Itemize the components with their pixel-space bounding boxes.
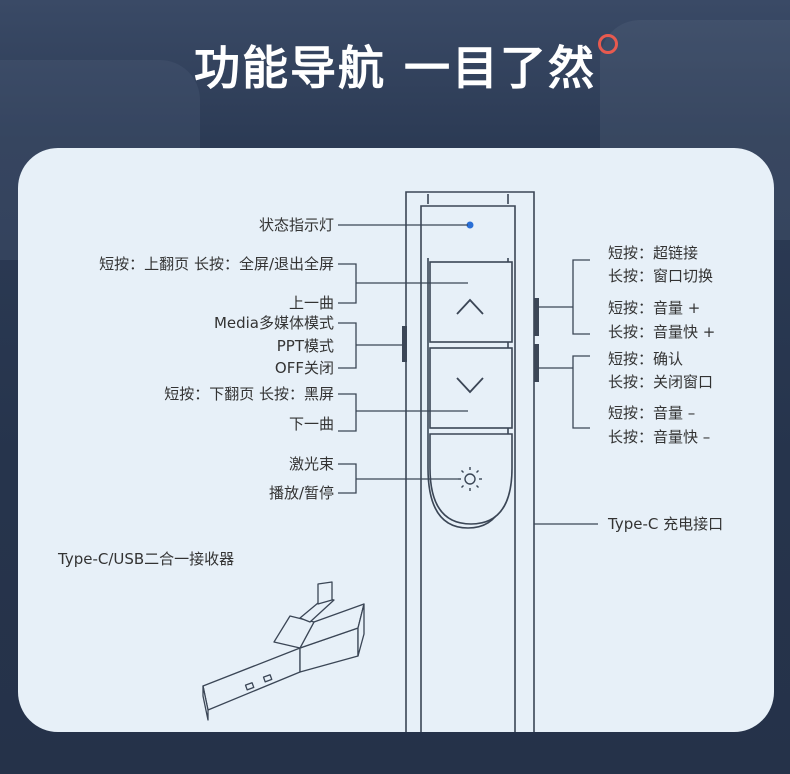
window-switch-label: 长按：窗口切换 xyxy=(608,267,714,285)
charge-port-label: Type-C 充电接口 xyxy=(608,515,724,533)
receiver-label: Type-C/USB二合一接收器 xyxy=(58,550,235,568)
volume-up-fast-label: 长按：音量快 + xyxy=(608,323,716,341)
volume-down-label: 短按：音量 – xyxy=(608,404,696,422)
down-button[interactable] xyxy=(429,347,513,429)
laser-button[interactable] xyxy=(429,433,513,525)
sun-icon xyxy=(458,467,482,491)
status-indicator-light xyxy=(466,221,474,229)
next-track-label: 下一曲 xyxy=(288,415,334,433)
confirm-label: 短按：确认 xyxy=(608,350,684,368)
status-light-label: 状态指示灯 xyxy=(258,216,334,234)
right-side-button-top xyxy=(534,298,539,336)
up-button[interactable] xyxy=(429,261,513,343)
chevron-up-icon xyxy=(456,298,484,315)
play-pause-label: 播放/暂停 xyxy=(268,484,334,502)
title-ring-decoration xyxy=(598,34,618,54)
page-up-label: 短按：上翻页 长按：全屏/退出全屏 xyxy=(99,255,334,273)
page-down-label: 短按：下翻页 长按：黑屏 xyxy=(164,385,334,403)
volume-up-label: 短按：音量 + xyxy=(608,299,701,317)
callout-lines-left xyxy=(338,224,468,494)
media-mode-label: Media多媒体模式 xyxy=(213,314,334,332)
callout-lines-right xyxy=(534,259,598,525)
mode-switch xyxy=(402,326,407,362)
close-window-label: 长按：关闭窗口 xyxy=(608,373,714,391)
diagram-card: 状态指示灯 短按：上翻页 长按：全屏/退出全屏 上一曲 Media多媒体模式 P… xyxy=(18,148,774,732)
usb-receiver-illustration xyxy=(202,581,365,721)
page-title: 功能导航 一目了然 xyxy=(193,41,596,95)
volume-down-fast-label: 长按：音量快 – xyxy=(608,428,711,446)
right-side-button-bottom xyxy=(534,344,539,382)
ppt-mode-label: PPT模式 xyxy=(276,337,334,355)
laser-label: 激光束 xyxy=(288,455,334,473)
hyperlink-label: 短按：超链接 xyxy=(608,244,699,262)
remote-diagram xyxy=(202,191,598,732)
off-label: OFF关闭 xyxy=(274,359,334,377)
prev-track-label: 上一曲 xyxy=(288,294,334,312)
chevron-down-icon xyxy=(456,377,484,394)
